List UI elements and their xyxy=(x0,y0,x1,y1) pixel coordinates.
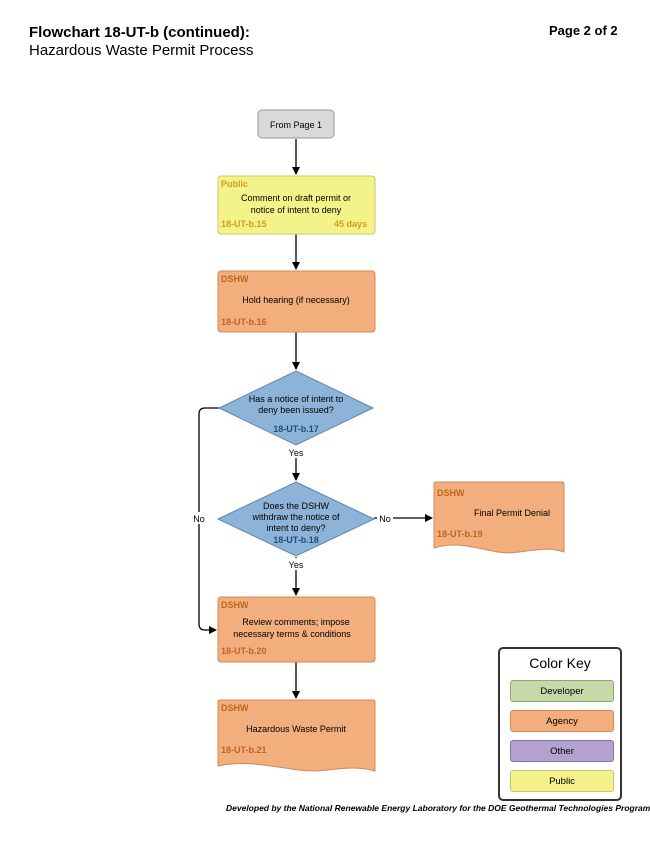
comment-text-line1: Comment on draft permit or xyxy=(241,193,351,203)
comment-id: 18-UT-b.15 xyxy=(221,219,267,229)
no1-label-bg xyxy=(189,512,209,524)
denial-id: 18-UT-b.19 xyxy=(437,529,483,539)
start-node: From Page 1 xyxy=(257,109,335,139)
color-key-title: Color Key xyxy=(529,655,591,671)
denial-role: DSHW xyxy=(437,488,465,498)
flowchart-title: Flowchart 18-UT-b (continued): xyxy=(29,24,250,41)
decision2-text-line2: withdraw the notice of xyxy=(251,512,340,522)
no1-label: No xyxy=(193,514,205,524)
denial-node: DSHW Final Permit Denial 18-UT-b.19 xyxy=(433,481,565,554)
decision1-id: 18-UT-b.17 xyxy=(273,424,319,434)
decision2-text-line3: intent to deny? xyxy=(266,523,325,533)
page-number: Page 2 of 2 xyxy=(549,23,618,38)
yes1-label-bg xyxy=(285,446,307,458)
permit-node: DSHW Hazardous Waste Permit 18-UT-b.21 xyxy=(217,699,376,772)
hearing-text: Hold hearing (if necessary) xyxy=(242,295,350,305)
color-key: Color Key Developer Agency Other Public xyxy=(498,647,622,801)
permit-role: DSHW xyxy=(221,703,249,713)
hearing-id: 18-UT-b.16 xyxy=(221,317,267,327)
review-text-line1: Review comments; impose xyxy=(242,617,350,627)
denial-text: Final Permit Denial xyxy=(474,508,550,518)
permit-text: Hazardous Waste Permit xyxy=(246,724,346,734)
review-node: DSHW Review comments; impose necessary t… xyxy=(217,596,376,663)
no2-label-bg xyxy=(377,512,393,524)
footer-credit: Developed by the National Renewable Ener… xyxy=(226,803,650,813)
comment-node: Public Comment on draft permit or notice… xyxy=(217,175,376,235)
hearing-node: DSHW Hold hearing (if necessary) 18-UT-b… xyxy=(217,270,376,333)
review-id: 18-UT-b.20 xyxy=(221,646,267,656)
decision2-id: 18-UT-b.18 xyxy=(273,535,319,545)
review-role: DSHW xyxy=(221,600,249,610)
color-key-public: Public xyxy=(510,770,614,792)
comment-text-line2: notice of intent to deny xyxy=(251,205,342,215)
decision1-text-line1: Has a notice of intent to xyxy=(249,394,344,404)
yes1-label: Yes xyxy=(289,448,304,458)
yes2-label-bg xyxy=(285,558,307,570)
yes2-label: Yes xyxy=(289,560,304,570)
comment-role: Public xyxy=(221,179,248,189)
comment-duration: 45 days xyxy=(334,219,367,229)
review-text-line2: necessary terms & conditions xyxy=(233,629,351,639)
decision1-node: Has a notice of intent to deny been issu… xyxy=(217,370,375,446)
color-key-other: Other xyxy=(510,740,614,762)
start-node-label: From Page 1 xyxy=(270,120,322,130)
color-key-developer: Developer xyxy=(510,680,614,702)
permit-id: 18-UT-b.21 xyxy=(221,745,267,755)
color-key-agency: Agency xyxy=(510,710,614,732)
hearing-role: DSHW xyxy=(221,274,249,284)
decision2-text-line1: Does the DSHW xyxy=(263,501,330,511)
no2-label: No xyxy=(379,514,391,524)
decision2-node: Does the DSHW withdraw the notice of int… xyxy=(216,481,376,557)
flowchart-subtitle: Hazardous Waste Permit Process xyxy=(29,42,254,59)
decision1-text-line2: deny been issued? xyxy=(258,405,334,415)
